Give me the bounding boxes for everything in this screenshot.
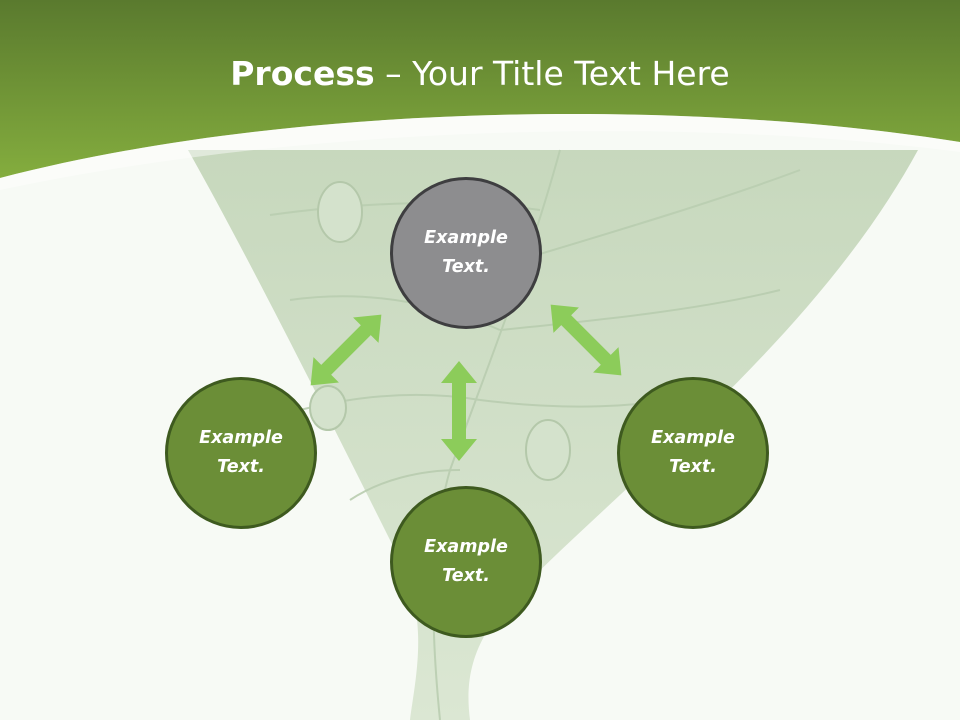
title-separator: –	[374, 54, 413, 93]
node-left[interactable]: Example Text.	[165, 377, 317, 529]
header-band	[0, 0, 960, 178]
node-bottom[interactable]: Example Text.	[390, 486, 542, 638]
double-arrow-top-bottom	[441, 361, 477, 461]
double-arrow-top-right	[550, 304, 622, 376]
slide-title: Process – Your Title Text Here	[0, 52, 960, 96]
node-right[interactable]: Example Text.	[617, 377, 769, 529]
leaf-image	[188, 149, 918, 720]
node-top[interactable]: Example Text.	[390, 177, 542, 329]
title-bold: Process	[230, 54, 375, 93]
title-rest: Your Title Text Here	[412, 54, 730, 93]
node-top-line2: Text.	[442, 257, 490, 277]
node-right-line1: Example	[651, 428, 735, 448]
node-left-line2: Text.	[217, 457, 265, 477]
node-left-line1: Example	[199, 428, 283, 448]
node-bottom-line1: Example	[424, 537, 508, 557]
double-arrow-top-left	[310, 314, 382, 386]
node-top-line1: Example	[424, 228, 508, 248]
node-bottom-line2: Text.	[442, 566, 490, 586]
node-right-line2: Text.	[669, 457, 717, 477]
header-swoosh	[0, 113, 960, 190]
